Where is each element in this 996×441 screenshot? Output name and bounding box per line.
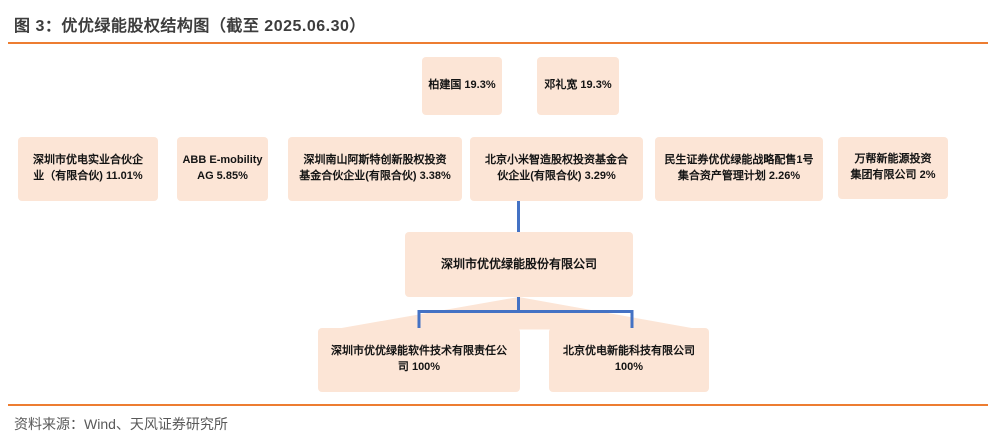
node-label: 深圳市优优绿能股份有限公司	[440, 256, 597, 271]
node-label: 北京小米智造股权投资基金合 伙企业(有限合伙) 3.29%	[485, 154, 628, 182]
source-note: 资料来源：Wind、天风证券研究所	[14, 416, 228, 432]
node-label: 深圳市优优绿能软件技术有限责任公 司 100%	[331, 345, 507, 373]
figure-title: 图 3：优优绿能股权结构图（截至 2025.06.30）	[14, 18, 366, 35]
node-bai-jianguo: 柏建国 19.3%	[422, 57, 502, 115]
node-label: 柏建国 19.3%	[428, 79, 496, 92]
node-youdian-partnership: 深圳市优电实业合伙企 业（有限合伙) 11.01%	[18, 137, 158, 201]
node-xiaomi-fund: 北京小米智造股权投资基金合 伙企业(有限合伙) 3.29%	[470, 137, 643, 201]
node-minsheng-asset-plan: 民生证券优优绿能战略配售1号 集合资产管理计划 2.26%	[655, 137, 823, 201]
node-deng-likuan: 邓礼宽 19.3%	[537, 57, 619, 115]
node-label: 北京优电新能科技有限公司 100%	[563, 345, 695, 373]
node-label: 深圳南山阿斯特创新股权投资 基金合伙企业(有限合伙) 3.38%	[299, 154, 451, 182]
node-nanshan-asite-fund: 深圳南山阿斯特创新股权投资 基金合伙企业(有限合伙) 3.38%	[288, 137, 462, 201]
node-software-subsidiary: 深圳市优优绿能软件技术有限责任公 司 100%	[318, 328, 520, 392]
node-abb-emobility: ABB E-mobility AG 5.85%	[177, 137, 268, 201]
node-label: 民生证券优优绿能战略配售1号 集合资产管理计划 2.26%	[664, 154, 814, 182]
node-label: 深圳市优电实业合伙企 业（有限合伙) 11.01%	[33, 154, 143, 182]
title-underline	[8, 42, 988, 44]
node-label: 邓礼宽 19.3%	[544, 79, 612, 92]
node-label: 万帮新能源投资 集团有限公司 2%	[850, 153, 936, 181]
merge-triangle	[333, 297, 700, 330]
node-beijing-subsidiary: 北京优电新能科技有限公司 100%	[549, 328, 709, 392]
node-wanbang-investment: 万帮新能源投资 集团有限公司 2%	[838, 137, 948, 199]
node-main-company: 深圳市优优绿能股份有限公司	[405, 232, 633, 297]
node-label: ABB E-mobility AG 5.85%	[182, 154, 263, 182]
footer-divider	[8, 404, 988, 406]
